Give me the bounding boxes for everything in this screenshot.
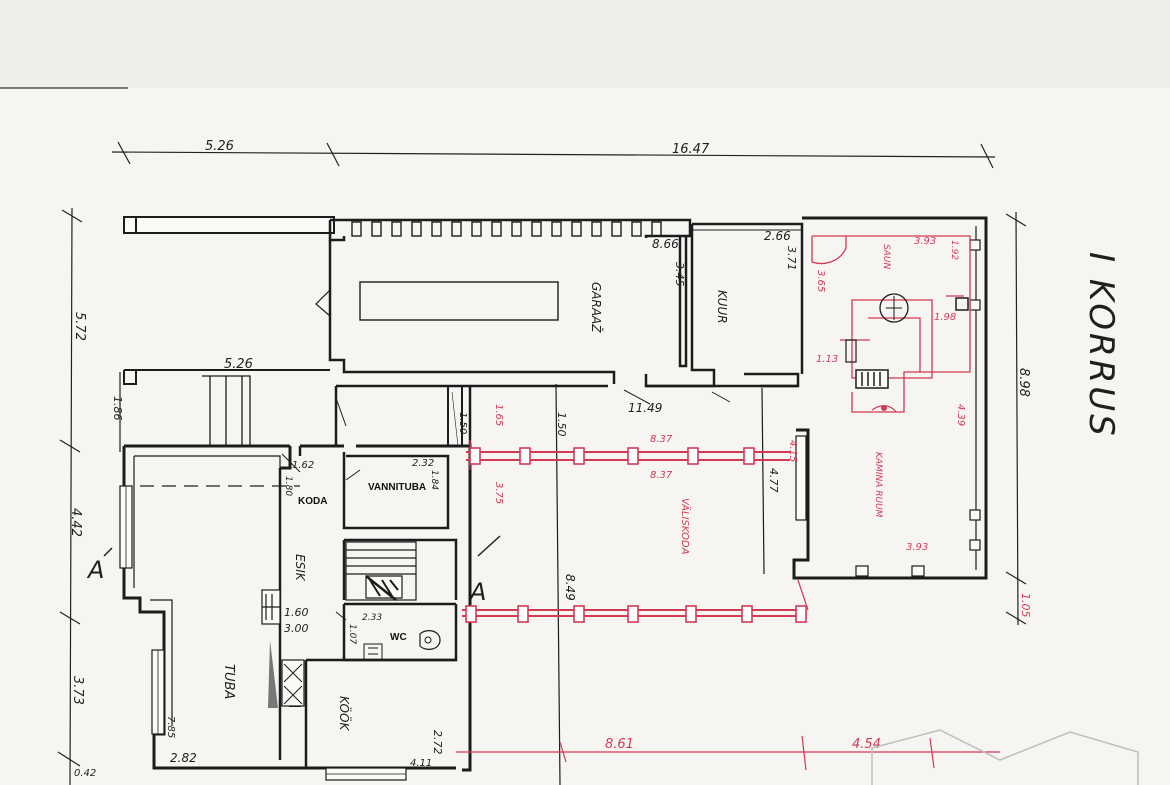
- dim-184: 1.84: [429, 470, 439, 490]
- red-note-393a: 3.93: [914, 236, 936, 247]
- dim-282: 2.82: [170, 751, 197, 765]
- room-label-bath: VANNITUBA: [368, 482, 426, 493]
- dim-266: 2.66: [764, 229, 791, 243]
- dim-411: 4.11: [410, 758, 432, 769]
- garage-block: [123, 216, 804, 388]
- room-label-koda: KODA: [298, 496, 327, 507]
- red-note-375: 3.75: [493, 482, 504, 504]
- dim-232: 2.32: [412, 458, 434, 469]
- dim-849: 8.49: [563, 574, 577, 601]
- dim-bottom-red-2: 4.54: [852, 737, 881, 752]
- dim-left-lower: 3.73: [70, 676, 85, 705]
- red-note-198: 1.98: [934, 312, 956, 323]
- room-label-living: TUBA: [221, 664, 236, 699]
- red-note-113: 1.13: [816, 354, 838, 365]
- red-note-439: 4.39: [955, 404, 966, 426]
- dim-pergola-width: 5.26: [224, 357, 253, 372]
- dim-186: 1.86: [111, 396, 124, 421]
- dim-180: 1.80: [283, 476, 293, 496]
- dim-150a: 1.50: [457, 412, 468, 434]
- dim-1149: 11.49: [628, 401, 662, 415]
- red-note-837b: 8.37: [650, 470, 673, 481]
- dim-345: 3.45: [673, 262, 686, 287]
- room-label-sauna: SAUN: [881, 244, 891, 269]
- room-labels: GARAAŽ KUUR TUBA KÖÖK ESIK KODA VANNITUB…: [221, 244, 891, 731]
- plan-title: I KORRUS: [1081, 252, 1121, 439]
- red-note-837a: 8.37: [650, 434, 673, 445]
- section-mark-left: A: [86, 556, 104, 584]
- dim-left-bottom: 0.42: [74, 768, 96, 779]
- top-dimension: 5.26 16.47: [111, 139, 996, 169]
- dim-left-mid: 4.42: [68, 508, 83, 537]
- red-note-165: 1.65: [493, 404, 504, 426]
- dim-160: 1.60: [284, 606, 309, 619]
- red-note-192: 1.92: [949, 240, 959, 260]
- right-dimension: 8.98 1.05: [1005, 211, 1032, 626]
- dim-866: 8.66: [652, 237, 679, 251]
- dim-150b: 1.50: [555, 412, 568, 437]
- room-label-storage: KUUR: [715, 290, 729, 324]
- dim-right-bottom: 1.05: [1019, 593, 1032, 618]
- dim-477: 4.77: [767, 468, 780, 493]
- room-label-kitchen: KÖÖK: [337, 696, 353, 731]
- section-mark-right: A: [468, 578, 486, 606]
- room-label-terrace: VÄLISKODA: [679, 498, 692, 555]
- dim-left-upper: 5.72: [72, 312, 87, 341]
- room-label-garage: GARAAŽ: [589, 282, 604, 333]
- dim-233: 2.33: [362, 613, 382, 623]
- house-block: 5.26 1.86 A A: [86, 357, 501, 781]
- left-dimension: 5.72 4.42 3.73 0.42: [57, 207, 96, 785]
- room-label-hall: ESIK: [293, 554, 307, 582]
- room-label-firewood: KAMINA RUUM: [873, 452, 883, 518]
- dim-371: 3.71: [785, 246, 798, 271]
- room-label-wc: WC: [390, 632, 407, 643]
- dim-272: 2.72: [431, 730, 444, 755]
- watermark-outline: [871, 729, 1139, 785]
- dim-162: 1.62: [292, 460, 314, 471]
- dim-right-total: 8.98: [1016, 368, 1031, 397]
- dim-top-total: 16.47: [672, 142, 710, 157]
- interior-dimensions: 8.66 3.45 2.66 3.71 11.49 1.50 1.50 4.77…: [165, 229, 798, 769]
- terrace-red-structure: 8.61 4.54: [456, 383, 1000, 785]
- paper-top-band: [0, 0, 1170, 88]
- red-notes: 3.93 3.65 1.98 1.13 1.65 8.37 8.37 3.75 …: [493, 236, 966, 553]
- dim-300: 3.00: [284, 622, 309, 635]
- dim-785: 7.85: [165, 716, 176, 738]
- sauna-block: [792, 216, 988, 580]
- red-note-365: 3.65: [815, 270, 826, 292]
- dim-107: 1.07: [347, 624, 357, 644]
- red-note-393b: 3.93: [906, 542, 928, 553]
- dim-top-left: 5.26: [205, 139, 234, 154]
- red-note-415: 4.15: [787, 440, 798, 462]
- dim-bottom-red-1: 8.61: [605, 737, 634, 752]
